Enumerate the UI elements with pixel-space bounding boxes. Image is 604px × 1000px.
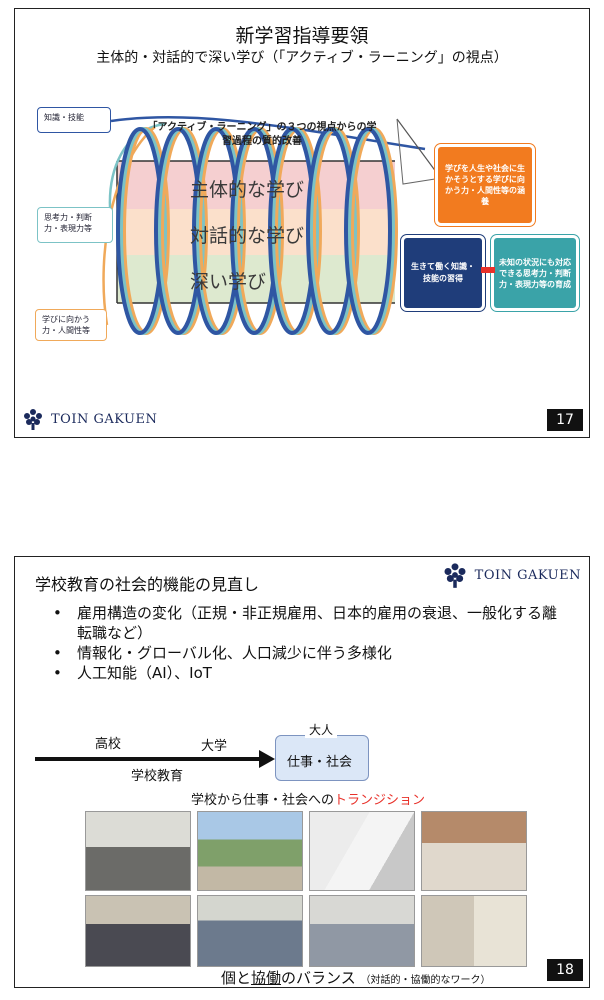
band-label-deep: 深い学び: [190, 271, 267, 293]
page-number: 18: [547, 959, 583, 981]
label-high-school: 高校: [95, 737, 122, 752]
photo-seminar: [85, 811, 191, 891]
transition-arrow: [35, 750, 275, 768]
motivation-humanity-box: 学びに向かう力・人間性等: [35, 309, 107, 341]
slide-heading: 学校教育の社会的機能の見直し: [35, 575, 260, 594]
photo-classroom-rows: [197, 895, 303, 967]
coil-caption: 「アクティブ・ラーニング」の３つの視点からの学習過程の質的改善: [147, 122, 377, 147]
transition-caption: 学校から仕事・社会へのトランジション: [191, 793, 426, 808]
school-logo: TOIN GAKUEN: [441, 561, 581, 589]
connector-dash: [481, 267, 495, 273]
band-label-proactive: 主体的な学び: [190, 179, 305, 201]
emblem-icon: [24, 409, 42, 430]
photo-student-portrait: [421, 895, 527, 967]
goal-thinking-box: 未知の状況にも対応できる思考力・判断力・表現力等の育成: [491, 235, 579, 311]
coil-diagram: [102, 115, 446, 335]
label-school-education: 学校教育: [131, 769, 184, 784]
bullet-item: 雇用構造の変化（正規・非正規雇用、日本的雇用の衰退、一般化する離転職など）: [53, 603, 557, 643]
adult-label: 大人: [305, 721, 338, 738]
slide-title: 新学習指導要領: [235, 25, 369, 47]
photo-lab-students: [309, 811, 415, 891]
coil-loop: [344, 127, 392, 335]
school-logo: TOIN GAKUEN: [21, 407, 157, 431]
slide-17: 新学習指導要領 主体的・対話的で深い学び（「アクティブ・ラーニング」の視点） 知…: [14, 8, 590, 438]
photo-computer-room: [309, 895, 415, 967]
logo-text: TOIN GAKUEN: [474, 567, 581, 583]
photo-outdoor-lab: [197, 811, 303, 891]
logo-text: TOIN GAKUEN: [51, 411, 158, 427]
slide-subtitle: 主体的・対話的で深い学び（「アクティブ・ラーニング」の視点）: [96, 50, 508, 66]
bullet-item: 人工知能（AI）、IoT: [53, 663, 557, 683]
goal-knowledge-box: 生きて働く知識・技能の習得: [401, 235, 485, 311]
bullet-list: 雇用構造の変化（正規・非正規雇用、日本的雇用の衰退、一般化する離転職など） 情報…: [53, 603, 557, 683]
label-university: 大学: [201, 739, 228, 754]
photo-classroom-group: [421, 811, 527, 891]
page-number: 17: [547, 409, 583, 431]
emblem-icon: [444, 563, 466, 588]
photo-meeting-room: [85, 895, 191, 967]
slide-18: 学校教育の社会的機能の見直し TOIN GAKUEN 雇用構造の変化（正規・非正…: [14, 556, 590, 988]
goal-humanity-box: 学びを人生や社会に生かそうとする学びに向かう力・人間性等の涵養: [435, 144, 535, 226]
thinking-ability-box: 思考力・判断力・表現力等: [37, 207, 113, 243]
adult-content: 仕事・社会: [287, 755, 353, 770]
knowledge-skills-box: 知識・技能: [37, 107, 111, 133]
footer-caption: 個と協働のバランス （対話的・協働的なワーク）: [221, 969, 491, 987]
band-label-dialogic: 対話的な学び: [190, 225, 305, 247]
bullet-item: 情報化・グローバル化、人口減少に伴う多様化: [53, 643, 557, 663]
